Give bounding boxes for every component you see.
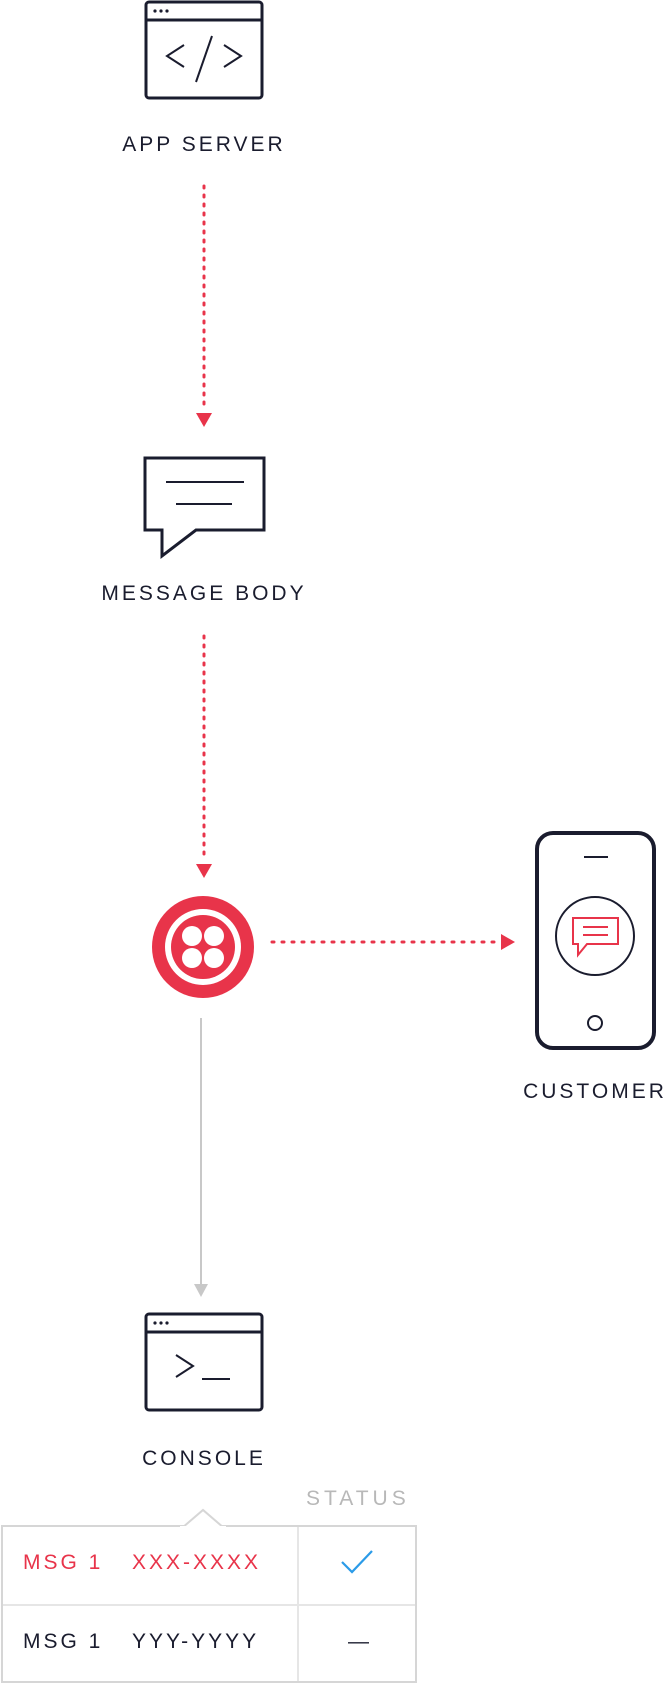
app-server-label: APP SERVER bbox=[122, 133, 286, 156]
status-dash: — bbox=[348, 1630, 372, 1653]
msg-id-cell: MSG 1 bbox=[23, 1630, 104, 1653]
table-pointer-notch bbox=[180, 1508, 226, 1529]
customer-label: CUSTOMER bbox=[523, 1080, 667, 1103]
phone-number-cell: YYY-YYYY bbox=[132, 1630, 260, 1653]
terminal-window-icon bbox=[144, 1312, 264, 1412]
arrowhead-icon bbox=[194, 1284, 208, 1297]
checkmark-icon bbox=[339, 1547, 375, 1582]
code-window-icon bbox=[144, 0, 264, 100]
message-body-label: MESSAGE BODY bbox=[101, 582, 307, 605]
speech-bubble-icon bbox=[143, 456, 266, 560]
arrowhead-icon bbox=[501, 934, 515, 950]
console-label: CONSOLE bbox=[142, 1447, 266, 1470]
twilio-logo-icon bbox=[152, 896, 254, 998]
smartphone-message-icon bbox=[535, 831, 656, 1050]
table-row[interactable]: MSG 1 XXX-XXXX bbox=[3, 1527, 415, 1603]
message-status-table: MSG 1 XXX-XXXX MSG 1 YYY-YYYY — bbox=[1, 1525, 417, 1683]
table-row[interactable]: MSG 1 YYY-YYYY — bbox=[3, 1604, 415, 1682]
arrowhead-icon bbox=[196, 864, 212, 878]
arrowhead-icon bbox=[196, 413, 212, 427]
phone-number-cell: XXX-XXXX bbox=[132, 1551, 262, 1574]
msg-id-cell: MSG 1 bbox=[23, 1551, 104, 1574]
status-column-header: STATUS bbox=[306, 1487, 410, 1510]
